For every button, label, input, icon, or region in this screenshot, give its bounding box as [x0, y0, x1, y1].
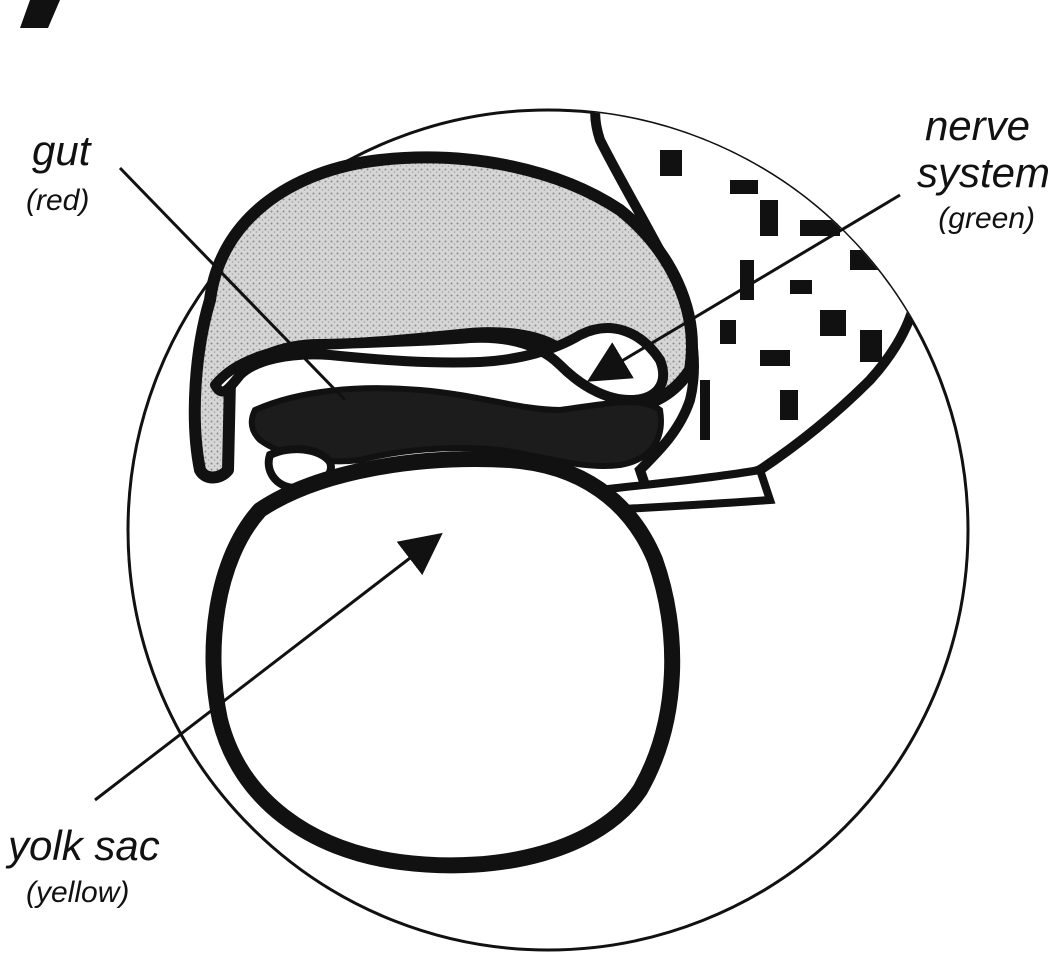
nerve-color-label: (green) — [938, 202, 1035, 235]
top-fragment — [20, 0, 60, 28]
nerve-label-line2: system — [917, 149, 1050, 196]
gut-color-label: (red) — [26, 184, 89, 217]
yolk-sac — [213, 459, 672, 865]
nerve-label-line1: nerve — [925, 102, 1030, 149]
yolk-label: yolk sac — [5, 822, 160, 869]
yolk-color-label: (yellow) — [26, 876, 129, 909]
gut-label: gut — [32, 127, 93, 174]
